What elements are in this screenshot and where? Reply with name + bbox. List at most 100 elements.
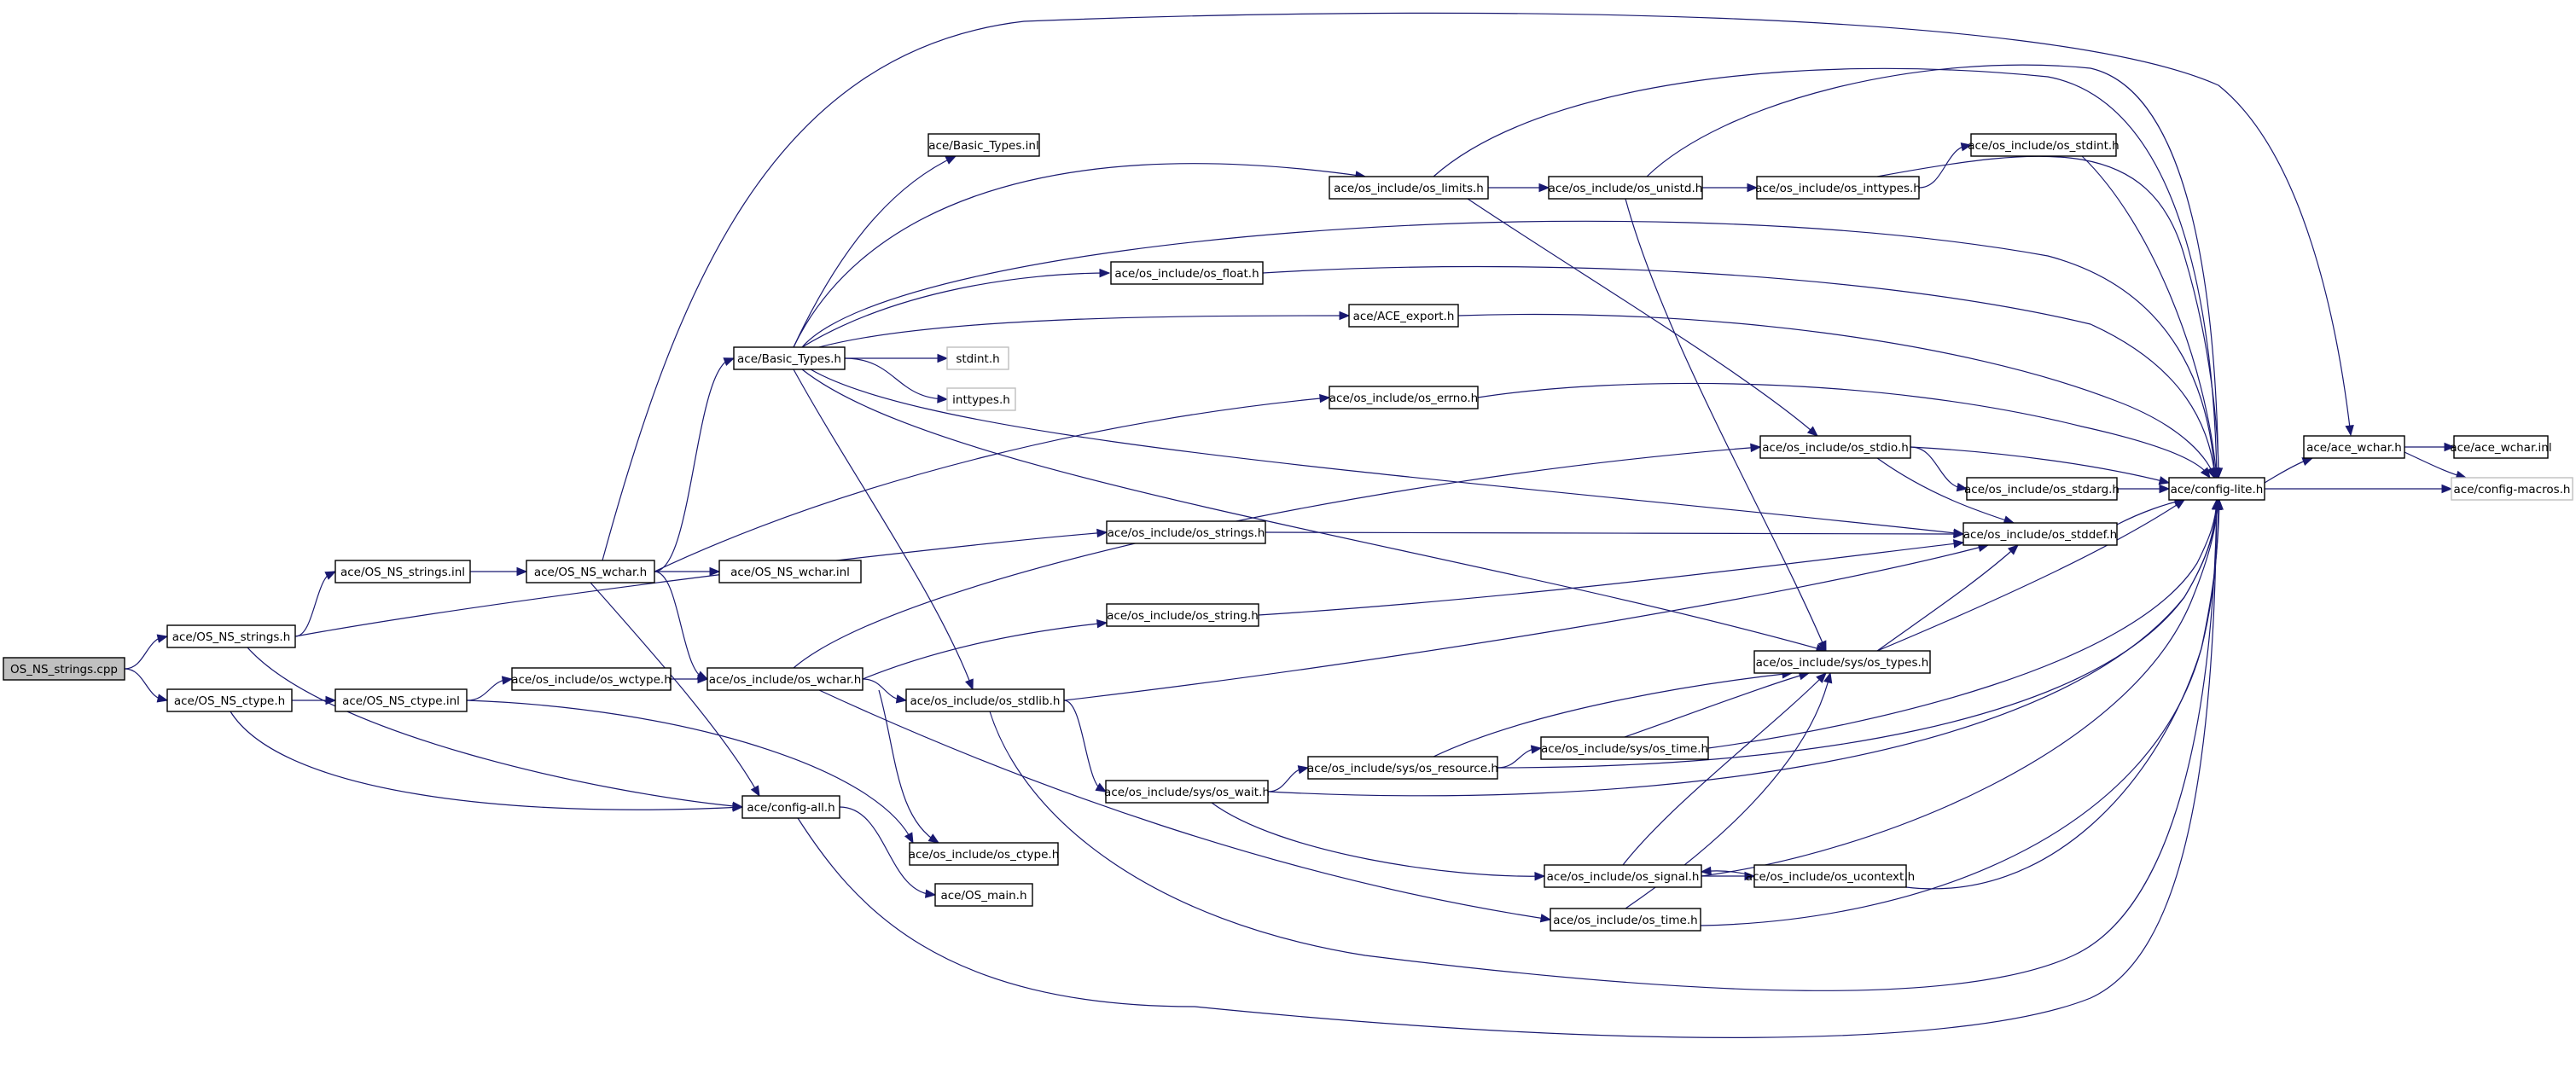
edge-arrowhead (1700, 866, 1712, 876)
node-n13: inttypes.h (946, 387, 1016, 411)
node-n22[interactable]: ace/os_include/os_string.h (1106, 603, 1259, 627)
edge-arrowhead (1297, 765, 1310, 775)
node-label: ace/os_include/os_signal.h (1547, 870, 1700, 884)
edge-arrowhead (964, 678, 974, 691)
node-label: ace/os_include/os_stddef.h (1963, 528, 2117, 542)
node-n36[interactable]: ace/config-lite.h (2168, 477, 2265, 501)
edge-n27-n36 (2081, 155, 2218, 479)
edge-arrowhead (1095, 782, 1108, 792)
edge-arrowhead (750, 785, 760, 798)
edge-n17-n36 (1433, 67, 2218, 479)
node-n32[interactable]: ace/os_include/sys/os_time.h (1540, 736, 1709, 760)
node-n16[interactable]: ace/OS_main.h (934, 883, 1033, 907)
node-box (741, 795, 840, 819)
node-label: ace/OS_NS_strings.h (172, 630, 291, 644)
edge-n20-n36 (1477, 382, 2211, 479)
edge-n1-n10 (247, 647, 743, 808)
node-n25[interactable]: ace/os_include/os_unistd.h (1548, 176, 1703, 200)
node-n23[interactable]: ace/os_include/sys/os_wait.h (1104, 780, 1270, 804)
node-n37[interactable]: ace/ace_wchar.h (2303, 435, 2405, 459)
node-label: ace/config-lite.h (2171, 483, 2264, 496)
node-n28[interactable]: ace/os_include/os_stdio.h (1759, 435, 1911, 459)
edge-arrowhead (1534, 871, 1546, 881)
edge-arrowhead (2345, 424, 2354, 437)
node-label: ace/OS_NS_ctype.inl (342, 694, 460, 708)
node-n17[interactable]: ace/os_include/os_limits.h (1329, 176, 1489, 200)
node-label: ace/os_include/sys/os_types.h (1756, 656, 1929, 670)
node-n8[interactable]: ace/Basic_Types.h (733, 346, 846, 370)
edge-arrowhead (937, 353, 949, 363)
node-n27[interactable]: ace/os_include/os_stdint.h (1968, 133, 2120, 157)
edge-arrowhead (156, 694, 169, 703)
node-n9[interactable]: ace/os_include/os_wchar.h (707, 667, 864, 691)
edge-arrowhead (516, 566, 528, 577)
edge-n31-n36 (1876, 499, 2185, 652)
node-n10[interactable]: ace/config-all.h (741, 795, 840, 819)
node-n30[interactable]: ace/os_include/os_stddef.h (1963, 522, 2118, 546)
node-label: ace/os_include/os_limits.h (1334, 182, 1484, 195)
edge-arrowhead (2159, 484, 2171, 494)
node-n2[interactable]: ace/OS_NS_ctype.h (166, 688, 293, 712)
node-box (2303, 435, 2405, 459)
node-box (1348, 304, 1459, 328)
node-n35[interactable]: ace/os_include/os_time.h (1550, 908, 1701, 932)
node-label: ace/config-macros.h (2454, 483, 2571, 496)
edge-n19-n36 (1457, 313, 2215, 479)
node-box (1544, 864, 1702, 888)
node-n20[interactable]: ace/os_include/os_errno.h (1329, 386, 1479, 409)
edge-arrowhead (1319, 393, 1331, 403)
node-n18[interactable]: ace/os_include/os_float.h (1110, 261, 1264, 285)
node-n21[interactable]: ace/os_include/os_strings.h (1106, 520, 1266, 544)
node-n6[interactable]: ace/os_include/os_wctype.h (511, 667, 672, 691)
edge-arrowhead (1339, 311, 1351, 321)
node-box (334, 688, 468, 712)
edge-n1-n3 (294, 571, 336, 637)
node-n26[interactable]: ace/os_include/os_inttypes.h (1755, 176, 1921, 200)
node-n11[interactable]: ace/Basic_Types.inl (927, 133, 1040, 157)
node-box (909, 842, 1059, 866)
node-label: ace/OS_main.h (940, 889, 1026, 903)
node-box (905, 688, 1065, 712)
node-box (1753, 650, 1931, 674)
node-n7[interactable]: ace/OS_NS_wchar.inl (718, 560, 862, 583)
edge-n24-n36 (1497, 499, 2218, 769)
node-box (1329, 386, 1479, 409)
edge-n24-n31 (1433, 672, 1793, 758)
node-label: ace/os_include/os_strings.h (1108, 526, 1265, 540)
node-n0[interactable]: OS_NS_strings.cpp (3, 657, 125, 681)
node-n12: stdint.h (946, 346, 1009, 370)
edge-n34-n36 (1905, 499, 2219, 890)
node-box (2168, 477, 2265, 501)
node-n5[interactable]: ace/OS_NS_wchar.h (526, 560, 655, 583)
node-box (1753, 864, 1907, 888)
node-label: ace/os_include/os_unistd.h (1549, 182, 1703, 195)
node-n14[interactable]: ace/os_include/os_stdlib.h (905, 688, 1065, 712)
node-n33[interactable]: ace/os_include/os_signal.h (1544, 864, 1702, 888)
edge-n25-n31 (1625, 198, 1827, 652)
node-label: ace/Basic_Types.inl (928, 139, 1038, 153)
edge-n8-n36 (801, 220, 2216, 479)
node-label: ace/OS_NS_strings.inl (340, 566, 465, 579)
node-n19[interactable]: ace/ACE_export.h (1348, 304, 1459, 328)
node-n34[interactable]: ace/os_include/os_ucontext.h (1746, 864, 1915, 888)
node-box (1550, 908, 1701, 932)
edge-n4-n15 (466, 700, 914, 844)
node-label: ace/ace_wchar.h (2306, 441, 2402, 455)
edges-layer (124, 12, 2468, 1038)
node-n31[interactable]: ace/os_include/sys/os_types.h (1753, 650, 1931, 674)
node-n1[interactable]: ace/OS_NS_strings.h (166, 624, 296, 648)
node-n29[interactable]: ace/os_include/os_stdarg.h (1964, 477, 2120, 501)
edge-arrowhead (1816, 672, 1827, 683)
node-n4[interactable]: ace/OS_NS_ctype.inl (334, 688, 468, 712)
node-n3[interactable]: ace/OS_NS_strings.inl (334, 560, 471, 583)
node-label: ace/os_include/os_float.h (1114, 267, 1259, 281)
node-box (946, 387, 1016, 411)
node-n15[interactable]: ace/os_include/os_ctype.h (909, 842, 1060, 866)
node-n24[interactable]: ace/os_include/sys/os_resource.h (1307, 756, 1498, 780)
edge-n14-n36 (989, 499, 2218, 991)
edge-arrowhead (927, 833, 940, 844)
node-box (1756, 176, 1920, 200)
node-label: ace/OS_NS_ctype.h (174, 694, 285, 708)
node-n38[interactable]: ace/ace_wchar.inl (2450, 435, 2552, 459)
edge-n9-n22 (862, 622, 1108, 680)
